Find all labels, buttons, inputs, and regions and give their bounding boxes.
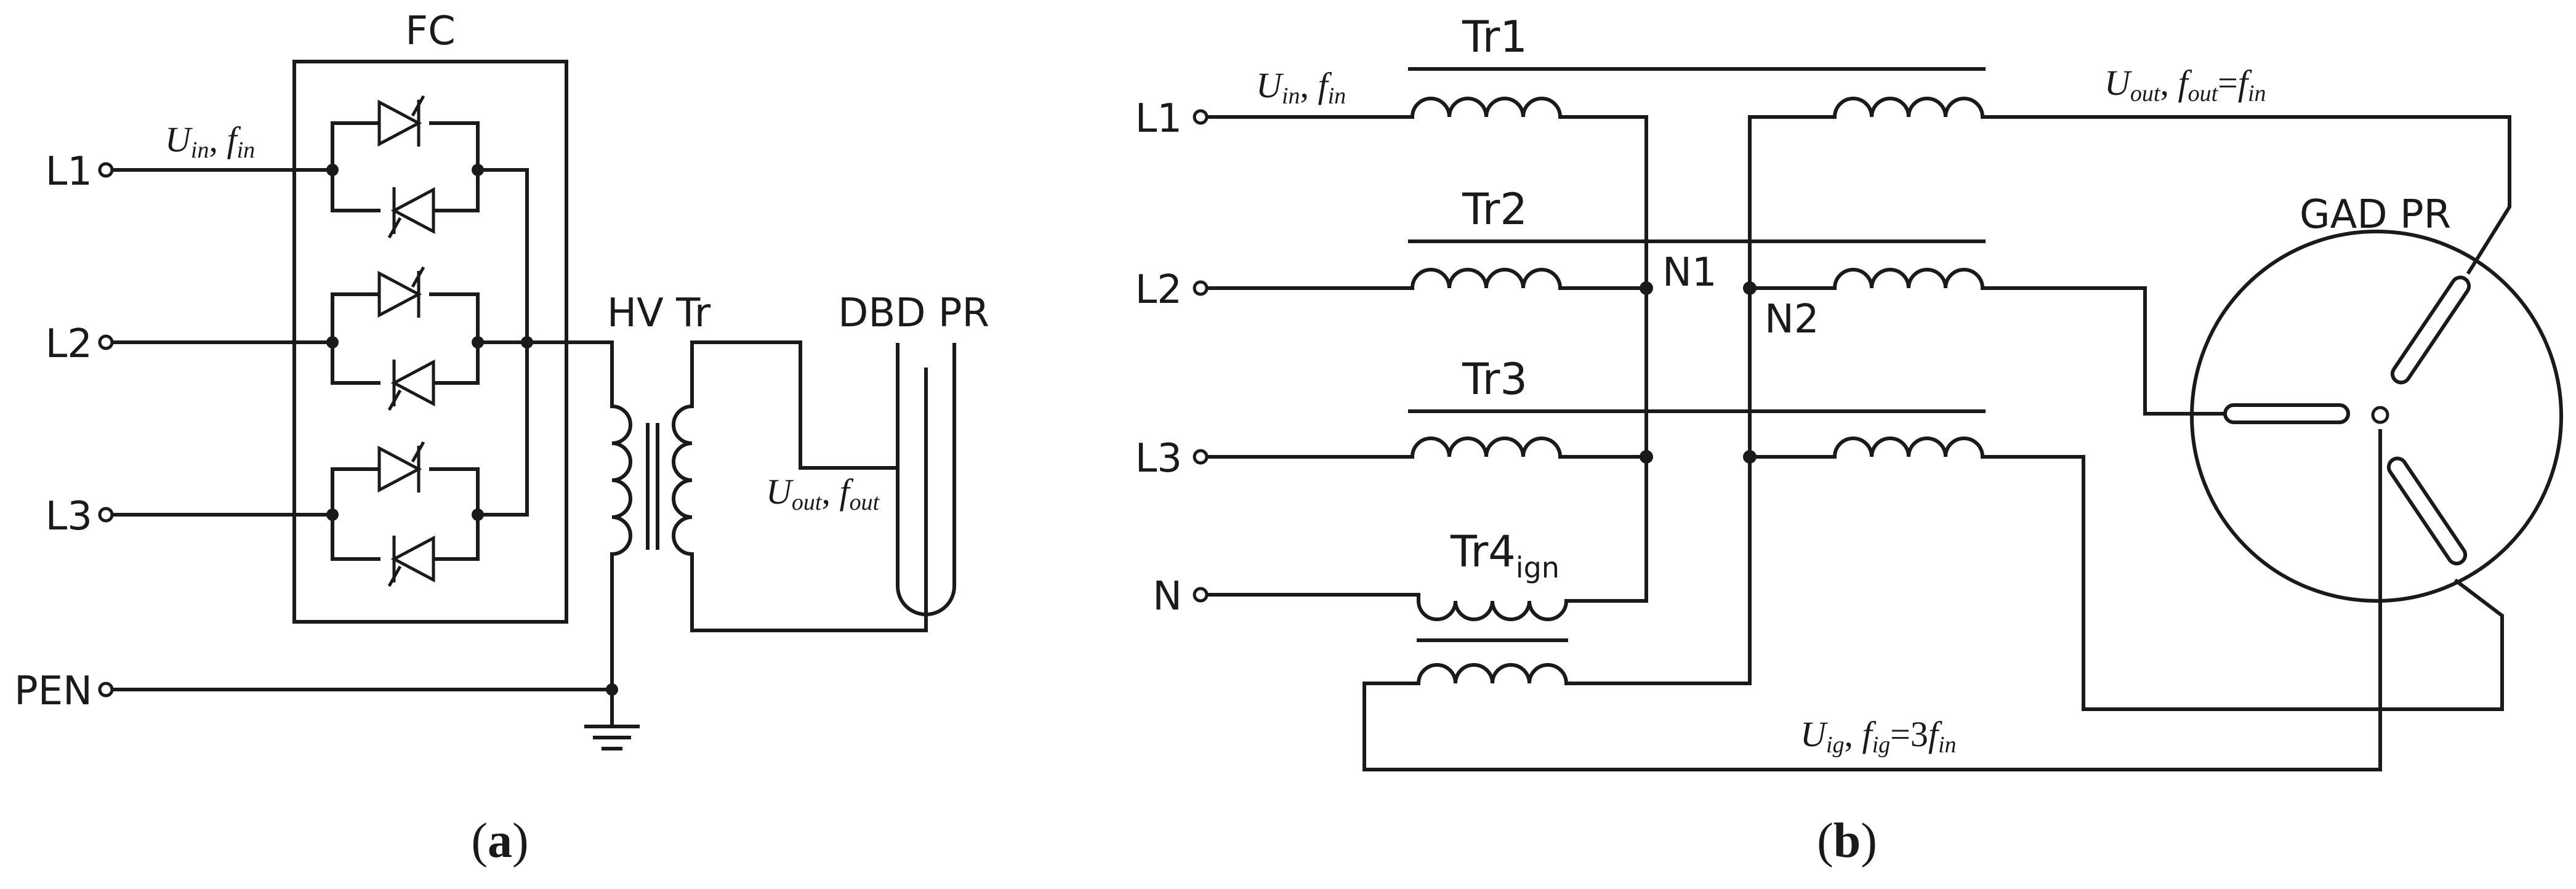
- label-hv-tr: HV Tr: [607, 291, 711, 336]
- terminal-l3-b: [1193, 449, 1209, 465]
- thyristor-pair-2: [331, 267, 480, 410]
- gad-center-electrode: [2371, 406, 2389, 424]
- panel-b: L1 L2 L3 N Tr1 Tr2 Tr3 Tr4ign N1 N2 GAD …: [1135, 12, 2563, 868]
- panel-a: FC: [14, 9, 989, 868]
- gad-electrode-bottom: [2386, 456, 2468, 566]
- label-l3-b: L3: [1135, 436, 1182, 481]
- label-n-b: N: [1153, 574, 1182, 619]
- terminal-l1-a: [98, 162, 114, 178]
- label-l1-b: L1: [1135, 96, 1182, 142]
- thyristor-pair-3: [331, 442, 480, 586]
- label-l3-a: L3: [46, 494, 92, 539]
- label-tr1: Tr1: [1462, 12, 1527, 62]
- formula-uin-fin-b: Uin, fin: [1256, 65, 1346, 109]
- label-dbd-pr: DBD PR: [838, 291, 989, 336]
- label-tr4: Tr4ign: [1450, 526, 1560, 584]
- gad-electrode-top: [2390, 275, 2471, 385]
- gad-pr-vessel: [2190, 230, 2563, 603]
- label-n1: N1: [1662, 250, 1717, 296]
- label-pen-a: PEN: [14, 669, 92, 714]
- gad-electrode-left: [2223, 403, 2350, 424]
- formula-uout-fout-a: Uout, fout: [766, 472, 880, 515]
- label-l2-a: L2: [46, 321, 92, 367]
- caption-a: (a): [471, 814, 528, 868]
- label-n2: N2: [1765, 297, 1819, 342]
- terminal-l2-b: [1193, 280, 1209, 296]
- dbd-tube-outer: [896, 343, 956, 616]
- label-gad-pr: GAD PR: [2300, 192, 2451, 238]
- label-tr3: Tr3: [1462, 354, 1527, 404]
- terminal-n-b: [1193, 587, 1209, 603]
- label-tr2: Tr2: [1462, 184, 1527, 235]
- fc-label: FC: [405, 9, 456, 54]
- terminal-l3-a: [98, 507, 114, 523]
- formula-uin-fin-a: Uin, fin: [165, 119, 255, 163]
- label-l2-b: L2: [1135, 267, 1182, 313]
- thyristor-pair-1: [331, 96, 480, 238]
- label-l1-a: L1: [46, 149, 92, 195]
- terminal-pen-a: [98, 682, 114, 698]
- formula-uout-fout-b: Uout, fout=fin: [2104, 63, 2266, 107]
- terminal-l1-b: [1193, 109, 1209, 125]
- caption-b: (b): [1817, 814, 1877, 868]
- terminal-l2-a: [98, 334, 114, 350]
- formula-uig-fig-b: Uig, fig=3fin: [1800, 714, 1957, 758]
